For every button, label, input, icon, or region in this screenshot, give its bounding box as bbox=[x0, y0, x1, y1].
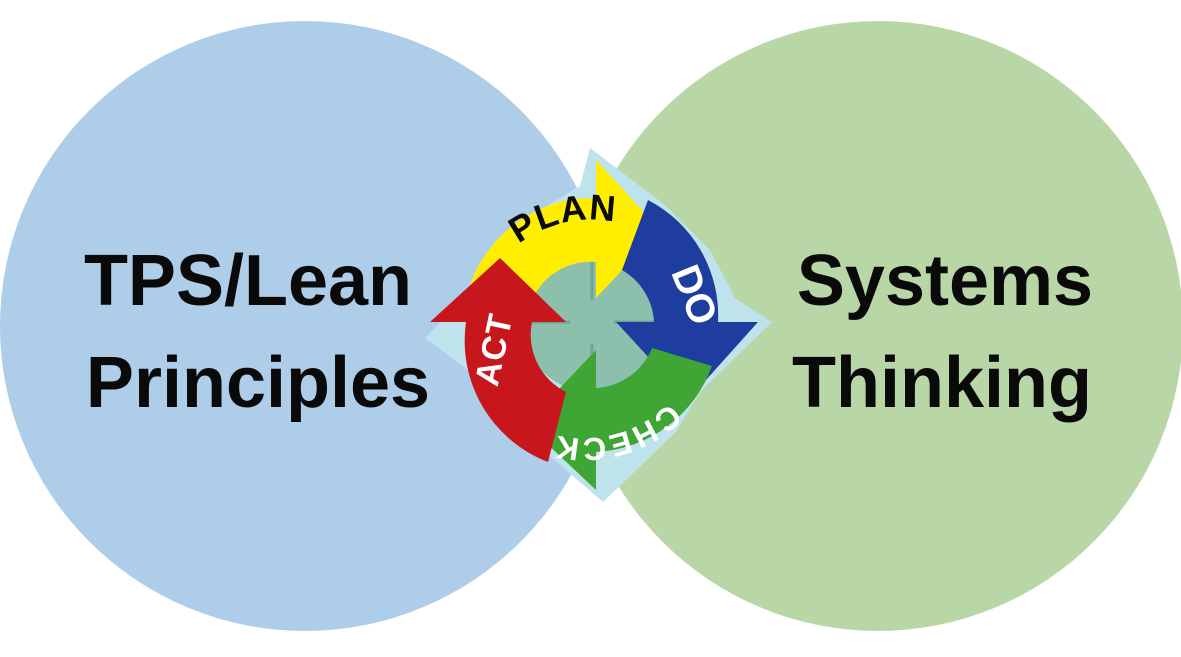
left-label-line-2: Principles bbox=[86, 343, 430, 423]
check-arrow bbox=[526, 348, 712, 490]
left-circle bbox=[0, 21, 610, 631]
cycle-center bbox=[522, 252, 662, 392]
right-circle-label: Systems Thinking bbox=[792, 241, 1093, 423]
left-label-line-1: TPS/Lean bbox=[84, 241, 412, 321]
right-label-line-2: Thinking bbox=[792, 343, 1092, 423]
plan-arrow bbox=[470, 160, 660, 300]
right-label-line-1: Systems bbox=[797, 241, 1093, 321]
pdca-cycle: PLAN DO CHECK ACT bbox=[425, 148, 772, 502]
right-circle bbox=[573, 21, 1181, 631]
left-circle-label: TPS/Lean Principles bbox=[84, 241, 430, 423]
act-arrow bbox=[430, 258, 566, 462]
